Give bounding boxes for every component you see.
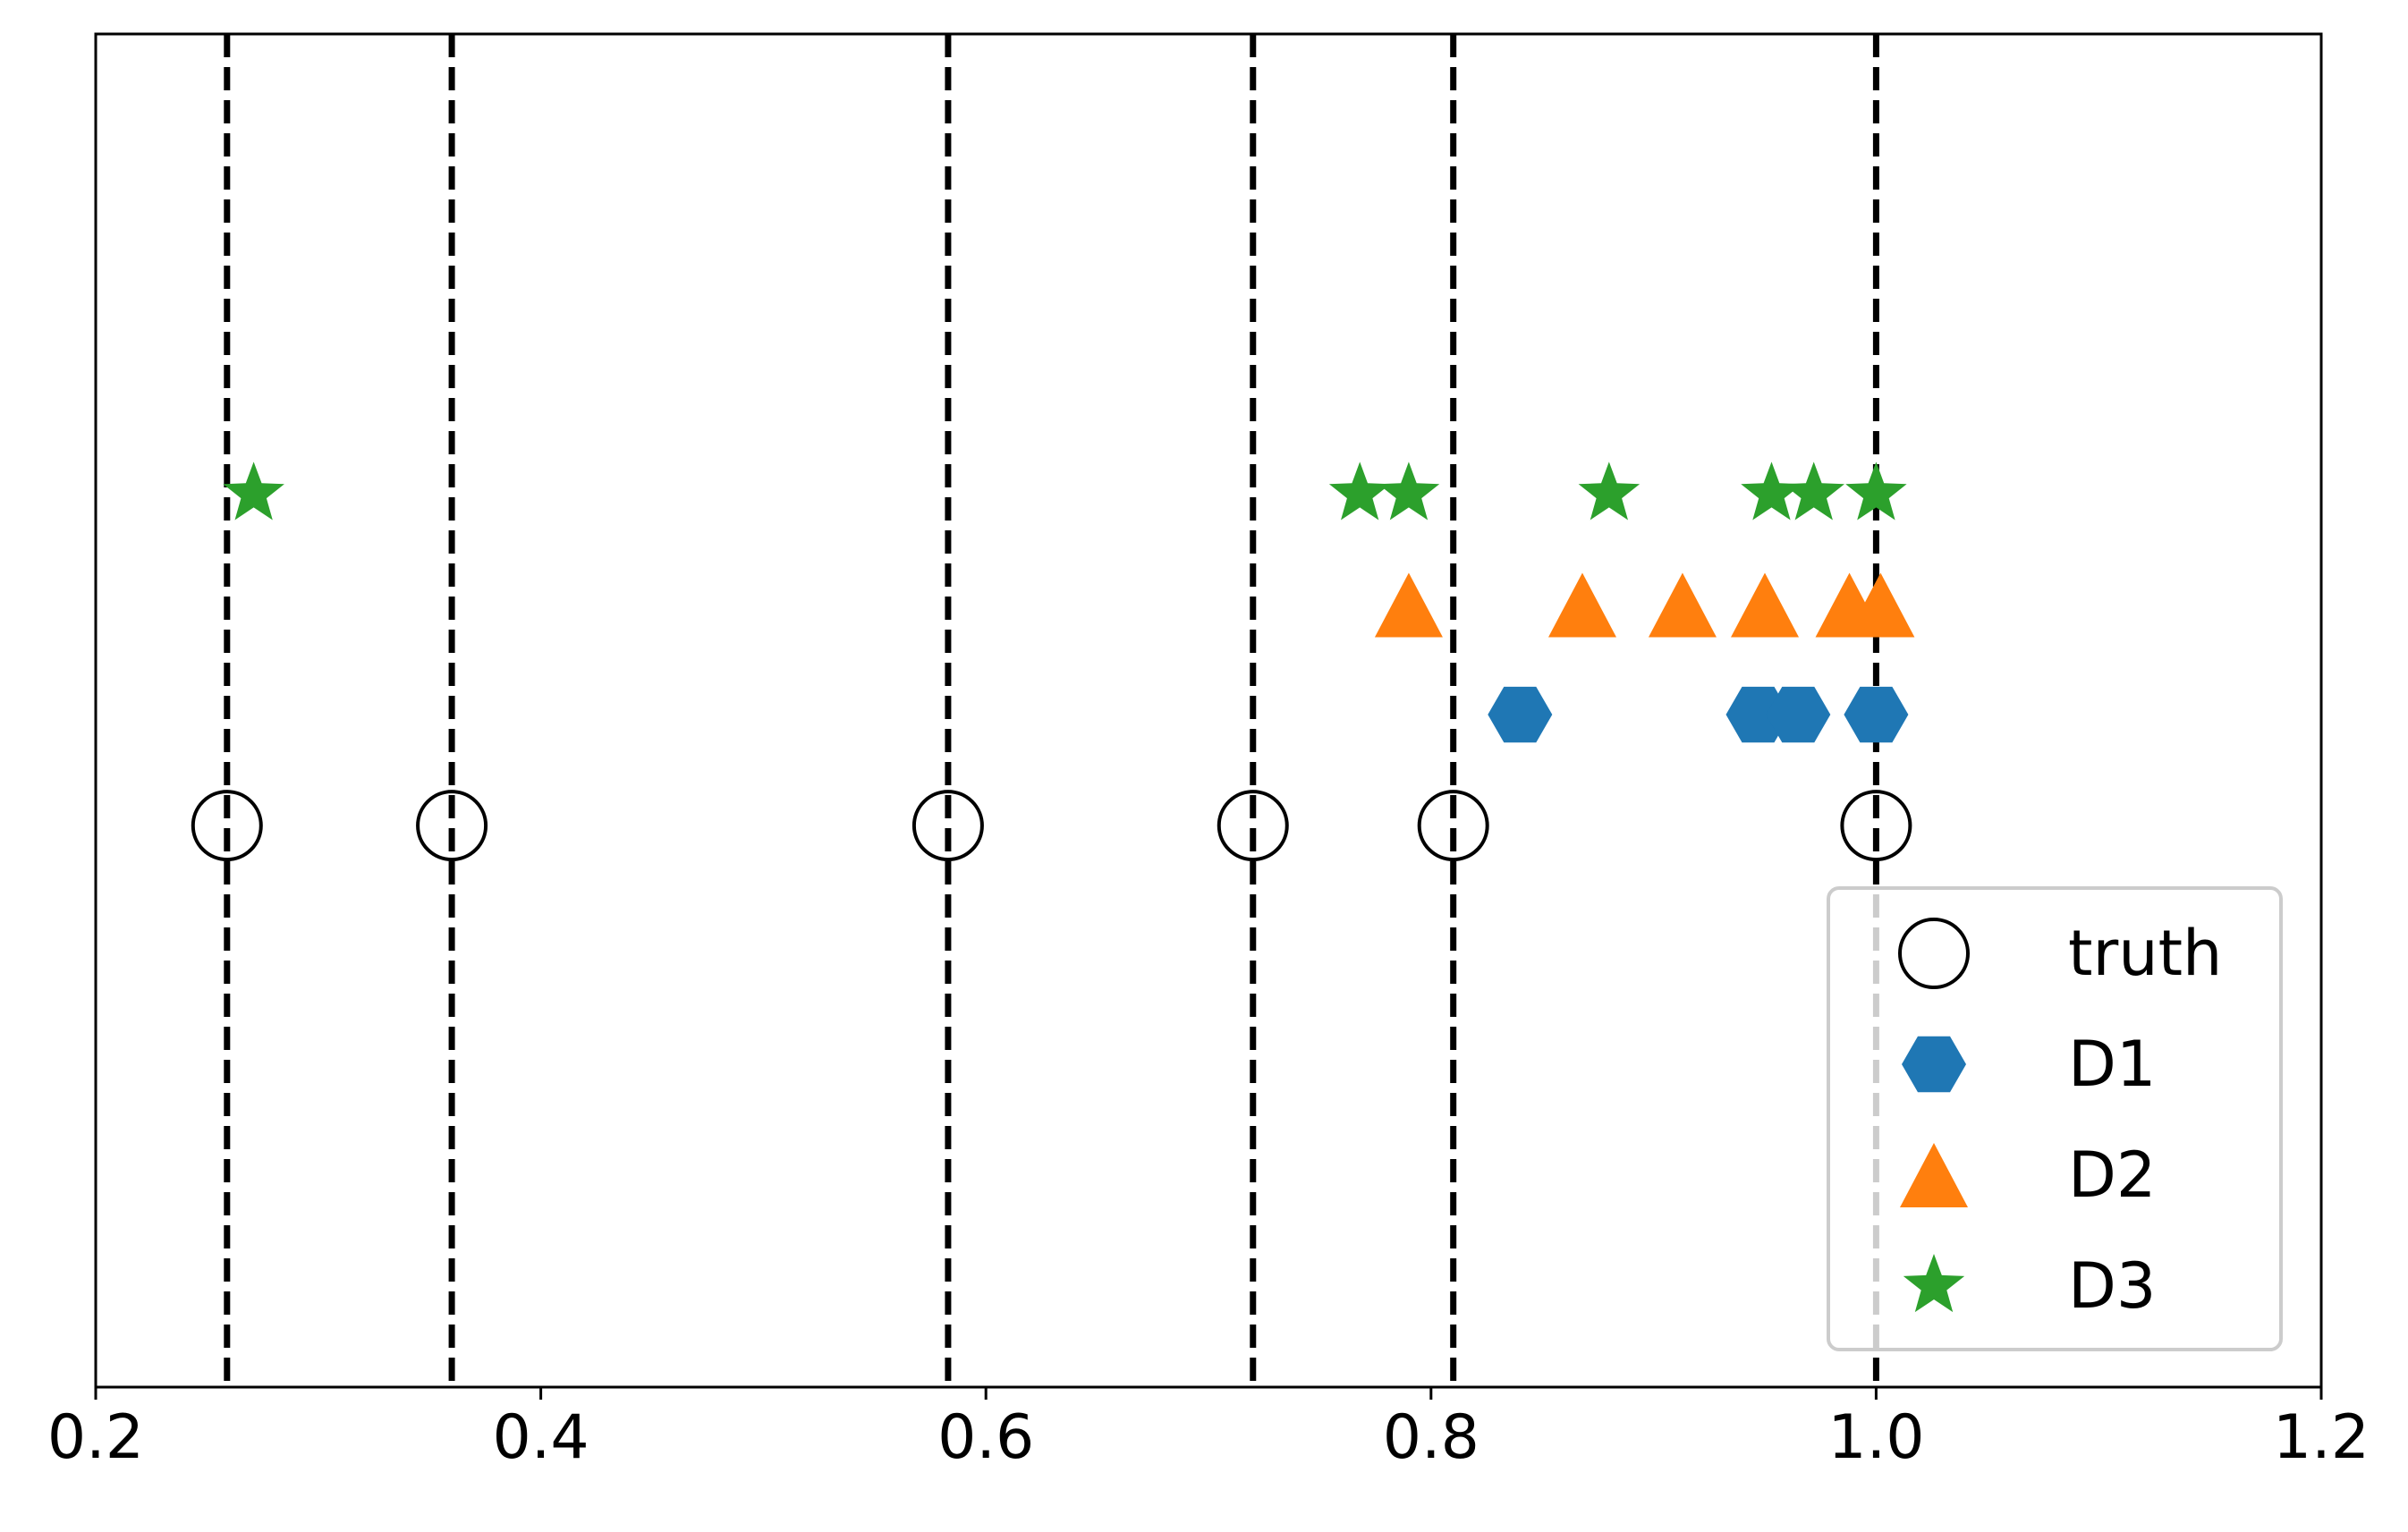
data-point-d2 xyxy=(1374,572,1443,638)
legend-label-d3: D3 xyxy=(2068,1249,2156,1323)
legend-label-d2: D2 xyxy=(2068,1138,2156,1212)
data-point-truth xyxy=(416,790,488,862)
legend-label-truth: truth xyxy=(2068,917,2222,990)
data-point-d3 xyxy=(1378,461,1440,521)
data-point-d3 xyxy=(1578,461,1641,521)
data-point-truth xyxy=(1417,790,1489,862)
data-point-truth xyxy=(1840,790,1912,862)
data-points xyxy=(191,461,1915,862)
x-tick-label: 0.4 xyxy=(493,1402,589,1473)
data-point-truth xyxy=(191,790,263,862)
data-point-truth xyxy=(911,790,984,862)
data-point-d1 xyxy=(1488,686,1553,743)
plot-area-frame xyxy=(94,32,2323,1389)
x-tick-label: 1.2 xyxy=(2273,1402,2370,1473)
legend-label-d1: D1 xyxy=(2068,1028,2156,1101)
data-point-d3 xyxy=(223,461,284,521)
data-point-d2 xyxy=(1731,572,1799,638)
data-point-d3 xyxy=(1328,461,1391,521)
data-point-d3 xyxy=(1783,461,1844,521)
legend-box xyxy=(1827,886,2283,1351)
x-tick-label: 1.0 xyxy=(1827,1402,1924,1473)
x-tick-label: 0.2 xyxy=(47,1402,144,1473)
x-axis: 0.2 0.4 0.6 0.8 1.0 1.2 xyxy=(47,1387,2370,1473)
x-tick-label: 0.6 xyxy=(937,1402,1034,1473)
data-point-d3 xyxy=(1845,461,1907,521)
legend-marker-d1 xyxy=(1902,1036,1966,1093)
data-point-d3 xyxy=(1741,461,1802,521)
x-tick-label: 0.8 xyxy=(1383,1402,1480,1473)
legend-marker-d2 xyxy=(1900,1143,1968,1207)
data-point-truth xyxy=(1217,790,1289,862)
data-point-d2 xyxy=(1547,572,1616,638)
legend-marker-truth xyxy=(1898,918,1970,989)
legend-marker-d3 xyxy=(1903,1254,1965,1313)
data-point-d1 xyxy=(1844,686,1909,743)
data-point-d2 xyxy=(1648,572,1717,638)
data-point-d2 xyxy=(1846,572,1915,638)
data-point-d1 xyxy=(1766,686,1831,743)
